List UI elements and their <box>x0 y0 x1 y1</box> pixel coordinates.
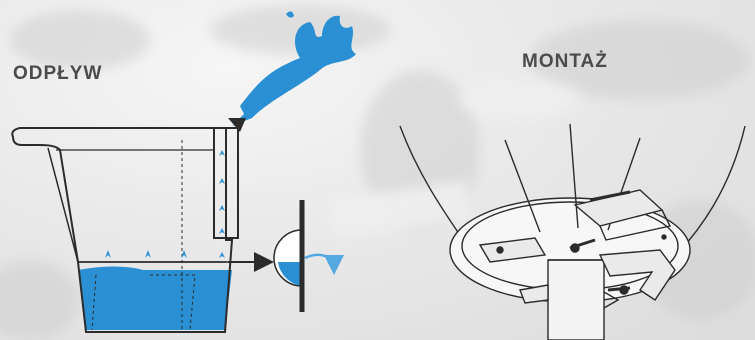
reservoir-water <box>78 270 232 330</box>
drain-droplets <box>105 150 225 258</box>
overflow-detail <box>274 200 334 312</box>
water-splash-icon <box>228 11 356 132</box>
mounting-illustration <box>400 124 745 340</box>
planter-pot <box>12 128 265 332</box>
